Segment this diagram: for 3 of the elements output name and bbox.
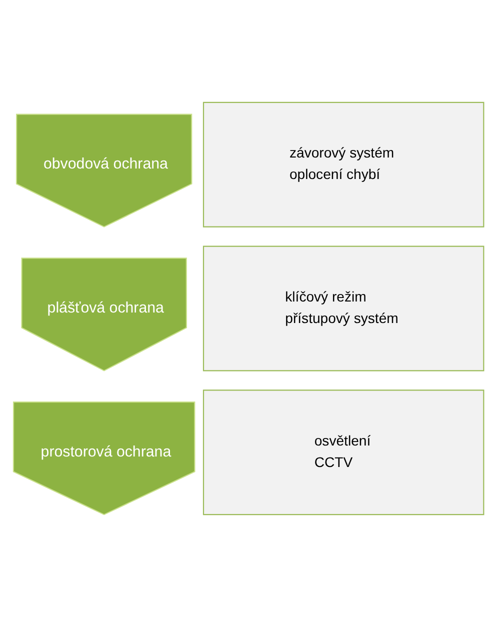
node-box: osvětlení CCTV <box>202 390 484 516</box>
node-box: klíčový režim přístupový systém <box>202 246 484 372</box>
node-box: závorový systém oplocení chybí <box>202 102 484 228</box>
